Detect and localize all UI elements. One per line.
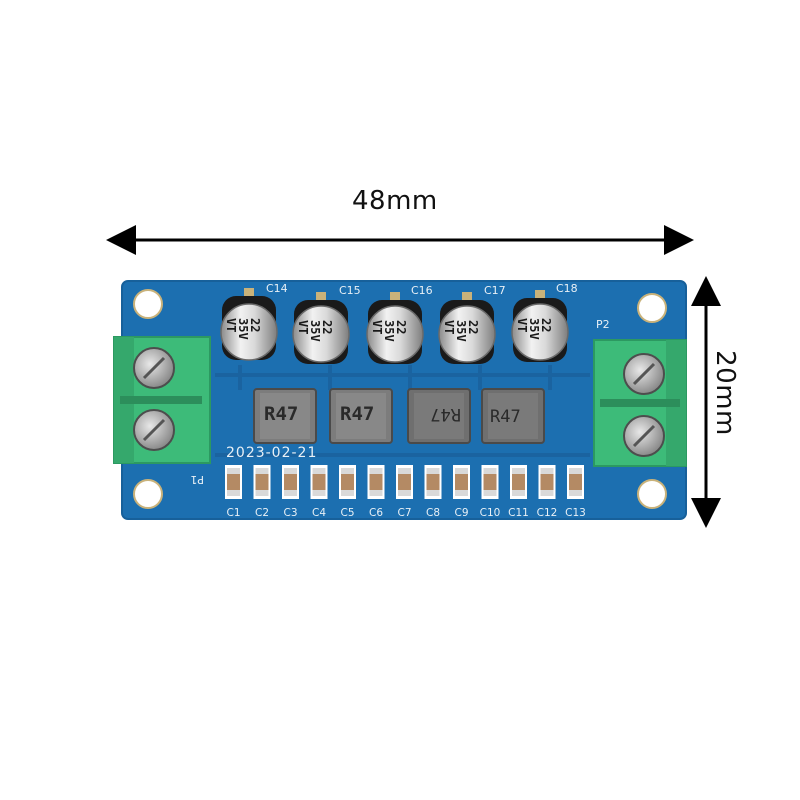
electrolytic-capacitor: C18 22 35V VT [511,282,578,362]
capacitor-ref: C16 [411,284,433,297]
capacitor-ref: C15 [339,284,361,297]
electrolytic-capacitor: C14 22 35V VT [220,282,288,361]
inductor-marking: R47 [264,403,298,425]
smd-capacitor: C4 [310,465,328,519]
smd-capacitor-ref: C11 [508,507,529,519]
smd-capacitor: C5 [339,465,356,519]
inductor-marking: R47 [490,407,521,427]
capacitor-value: 22 [248,318,262,332]
smd-capacitor: C9 [453,465,470,519]
smd-capacitor-ref: C3 [283,507,297,519]
capacitor-voltage: 35V [527,318,541,340]
capacitor-value: 22 [466,320,480,334]
terminal-block-left [113,336,211,464]
smd-capacitor: C10 [480,465,501,519]
capacitor-series: VT [370,320,384,334]
capacitor-series: VT [515,318,529,332]
smd-capacitor-ref: C1 [226,507,240,519]
smd-capacitor: C8 [424,465,442,519]
width-dimension-label: 48mm [352,186,438,216]
capacitor-value: 22 [320,320,334,334]
capacitor-ref: C14 [266,282,288,295]
smd-capacitor-ref: C4 [312,507,326,519]
smd-capacitor: C12 [537,465,558,519]
smd-capacitor-ref: C7 [397,507,411,519]
capacitor-voltage: 35V [308,320,322,342]
mounting-holes [133,289,667,509]
smd-capacitor-ref: C5 [340,507,354,519]
smd-capacitor-ref: C8 [426,507,440,519]
smd-capacitor: C1 [225,465,242,519]
pcb-traces [215,365,590,457]
smd-capacitor-row: C1 C2 C3 C4 C5 C6 C7 C8 C9 C10 C11 C12 C13 [225,465,586,519]
inductor-marking: R47 [340,403,374,425]
capacitor-voltage: 35V [382,320,396,342]
capacitor-series: VT [224,318,238,332]
smd-capacitor-ref: C12 [537,507,558,519]
smd-capacitor: C2 [253,465,271,519]
inductor: R47 [253,388,317,444]
capacitor-ref: C18 [556,282,578,295]
capacitor-voltage: 35V [454,320,468,342]
capacitor-voltage: 35V [236,318,250,340]
smd-capacitor-ref: C2 [255,507,269,519]
electrolytic-capacitor: C15 22 35V VT [292,284,361,364]
capacitor-ref: C17 [484,284,506,297]
capacitor-value: 22 [539,318,553,332]
smd-capacitor-ref: C13 [565,507,586,519]
connector-label-p2: P2 [596,318,610,331]
electrolytic-capacitor: C16 22 35V VT [366,284,433,364]
inductor: R47 [407,388,471,444]
connector-label-p1: P1 [190,473,204,486]
smd-capacitor: C11 [508,465,529,519]
capacitor-value: 22 [394,320,408,334]
terminal-block-right [593,339,687,467]
smd-capacitor: C7 [396,465,413,519]
smd-capacitor-ref: C6 [369,507,383,519]
electrolytic-capacitor: C17 22 35V VT [438,284,506,364]
capacitor-series: VT [296,320,310,334]
smd-capacitor-ref: C10 [480,507,501,519]
capacitor-series: VT [442,320,456,334]
inductor: R47 [329,388,393,444]
smd-capacitor: C13 [565,465,586,519]
smd-capacitor: C6 [367,465,385,519]
inductor: R47 [481,388,545,444]
inductor-marking: R47 [430,404,461,424]
board-date-label: 2023-02-21 [226,445,317,461]
smd-capacitor: C3 [282,465,299,519]
smd-capacitor-ref: C9 [454,507,468,519]
